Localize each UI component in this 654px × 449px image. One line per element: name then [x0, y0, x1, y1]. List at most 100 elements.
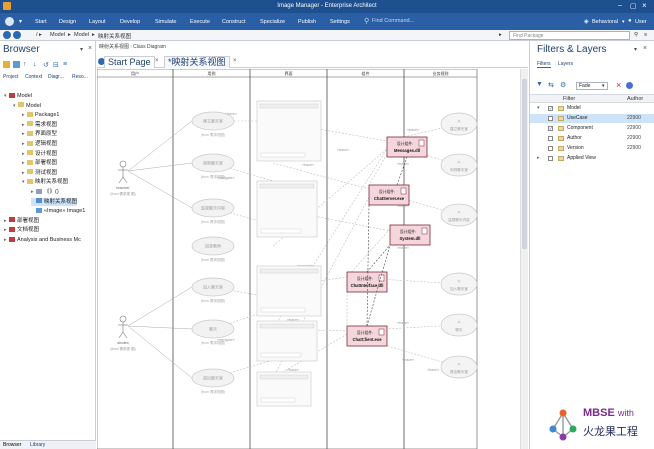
- find-package-menu-icon[interactable]: ≡: [644, 32, 648, 38]
- swimlane[interactable]: [326, 69, 405, 449]
- association-line[interactable]: [127, 120, 193, 172]
- crumb-root[interactable]: / ▸: [36, 32, 42, 38]
- tree-item[interactable]: ▸部署视图: [22, 159, 57, 167]
- forward-icon[interactable]: [13, 31, 21, 39]
- tree-twisty-icon[interactable]: ▸: [22, 131, 25, 138]
- filter-checkbox[interactable]: [548, 156, 553, 161]
- browser-pin-icon[interactable]: ▾: [80, 47, 84, 53]
- menu-settings[interactable]: Settings: [330, 19, 350, 25]
- tree-item[interactable]: ▸界面原型: [22, 130, 57, 138]
- tree-twisty-icon[interactable]: ▸: [22, 141, 25, 147]
- diagram-canvas[interactable]: 用户用例界面组件业务规则«trace»«trace»«trace»«trace»…: [97, 69, 520, 449]
- tree-twisty-icon[interactable]: ▸: [31, 189, 34, 195]
- association-line[interactable]: [127, 162, 193, 172]
- actor-icon[interactable]: [119, 160, 127, 168]
- tree-twisty-icon[interactable]: ▸: [22, 160, 25, 167]
- swimlane[interactable]: [403, 69, 478, 449]
- browser-close-icon[interactable]: ×: [88, 45, 93, 52]
- app-menu-icon[interactable]: [5, 17, 14, 26]
- filter-row[interactable]: ▸Applied View: [530, 154, 654, 163]
- fade-dropdown-icon[interactable]: ▾: [602, 83, 605, 89]
- crumb-model-2[interactable]: Model: [74, 32, 89, 38]
- component-box[interactable]: [368, 184, 410, 206]
- rule-ellipse[interactable]: [440, 313, 478, 337]
- close-icon[interactable]: ×: [233, 58, 237, 64]
- filter-options-icon[interactable]: ⚙: [560, 82, 567, 89]
- tab-start-page[interactable]: Start Page: [104, 56, 155, 68]
- menu-specialize[interactable]: Specialize: [260, 19, 286, 25]
- menu-layout[interactable]: Layout: [89, 19, 106, 25]
- close-icon[interactable]: ×: [642, 1, 647, 10]
- tree-item[interactable]: ▸Analysis and Business Mc: [4, 236, 81, 244]
- dependency-connector[interactable]: [396, 156, 408, 186]
- new-element-icon[interactable]: [13, 61, 20, 68]
- tree-item[interactable]: 映射关系视图: [31, 197, 78, 206]
- tree-item[interactable]: ▸测试视图: [22, 169, 57, 177]
- rule-ellipse[interactable]: [440, 112, 478, 136]
- trace-connector[interactable]: [368, 153, 388, 186]
- crumb-model-1[interactable]: Model: [50, 32, 65, 38]
- tab-filters[interactable]: Filters: [537, 61, 551, 68]
- tab-project[interactable]: Project: [3, 74, 19, 80]
- crumb-dropdown-icon[interactable]: ▸: [499, 32, 502, 38]
- dependency-connector[interactable]: [366, 204, 370, 327]
- filters-pin-icon[interactable]: ▾: [634, 47, 638, 53]
- collapse-icon[interactable]: ⊟: [53, 62, 59, 69]
- tree-twisty-icon[interactable]: ▾: [22, 179, 25, 186]
- association-line[interactable]: [127, 170, 193, 209]
- filter-checkbox[interactable]: ✓: [548, 126, 553, 131]
- tree-item[interactable]: ▸Package1: [22, 111, 59, 119]
- quick-access-icon[interactable]: ▾: [19, 19, 23, 25]
- filter-twisty-icon[interactable]: ▸: [537, 155, 540, 161]
- menu-simulate[interactable]: Simulate: [155, 19, 177, 25]
- tree-twisty-icon[interactable]: ▸: [4, 237, 7, 243]
- move-up-icon[interactable]: ↑: [23, 61, 27, 68]
- swimlane[interactable]: [97, 69, 174, 449]
- add-filter-icon[interactable]: ▼: [536, 81, 543, 88]
- association-line[interactable]: [127, 286, 193, 327]
- dependency-connector[interactable]: [366, 244, 391, 273]
- filters-close-icon[interactable]: ×: [643, 45, 648, 52]
- tree-twisty-icon[interactable]: ▸: [4, 217, 7, 224]
- new-package-icon[interactable]: [3, 61, 10, 68]
- ui-mockup[interactable]: [256, 100, 322, 162]
- tree-twisty-icon[interactable]: ▸: [22, 169, 25, 176]
- tree-item[interactable]: ▾Model: [13, 102, 41, 110]
- tree-twisty-icon[interactable]: ▸: [22, 150, 25, 157]
- toggle-filter-icon[interactable]: ⇆: [548, 82, 554, 89]
- tab-browser[interactable]: Browser: [3, 442, 22, 448]
- ui-mockup[interactable]: [256, 265, 322, 317]
- find-command-input[interactable]: Find Command...: [372, 18, 415, 24]
- user-menu[interactable]: User: [635, 19, 647, 25]
- tree-twisty-icon[interactable]: ▸: [4, 227, 7, 234]
- tree-twisty-icon[interactable]: ▸: [22, 121, 25, 128]
- rule-ellipse[interactable]: [440, 355, 478, 379]
- tree-item[interactable]: «Image» Image1: [31, 207, 85, 215]
- filter-checkbox[interactable]: [548, 146, 553, 151]
- browser-menu-icon[interactable]: ≡: [63, 61, 68, 68]
- minimize-icon[interactable]: –: [618, 2, 622, 9]
- move-down-icon[interactable]: ↓: [33, 61, 37, 68]
- tab-library[interactable]: Library: [30, 442, 46, 448]
- tree-item[interactable]: ▸文档视图: [4, 226, 39, 234]
- fade-mode-select[interactable]: Fade: [576, 82, 608, 90]
- close-icon[interactable]: ×: [155, 58, 159, 64]
- app-icon[interactable]: [3, 2, 11, 10]
- sync-icon[interactable]: ↺: [43, 62, 49, 69]
- menu-publish[interactable]: Publish: [298, 19, 317, 25]
- ui-mockup[interactable]: [256, 180, 318, 238]
- tree-item[interactable]: ▸需求视图: [22, 121, 57, 129]
- find-package-search-icon[interactable]: ⚲: [634, 32, 639, 38]
- trace-connector[interactable]: [272, 162, 370, 190]
- filter-checkbox[interactable]: [548, 136, 553, 141]
- tree-item[interactable]: ▾Model: [4, 92, 32, 100]
- scroll-thumb[interactable]: [522, 79, 527, 249]
- component-box[interactable]: [389, 224, 431, 246]
- tree-item[interactable]: ▸部署视图: [4, 217, 39, 225]
- workspace-dropdown-icon[interactable]: ▾: [622, 19, 625, 25]
- tab-mapping-diagram[interactable]: *映射关系视图: [164, 56, 230, 68]
